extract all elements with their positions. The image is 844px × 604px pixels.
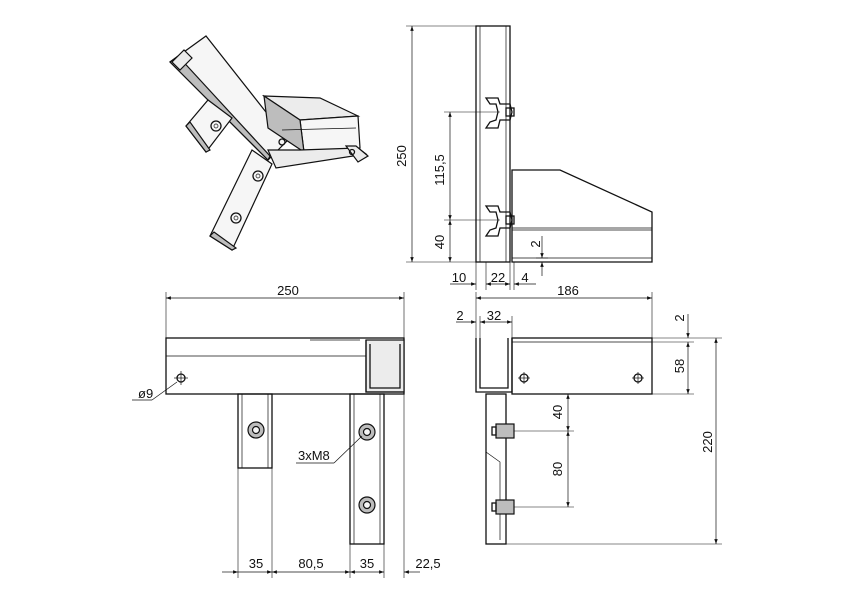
dim-side-height: 250 — [394, 145, 409, 167]
label-hole-diameter: ø9 — [138, 386, 153, 401]
dim-front-length: 186 — [557, 283, 579, 298]
dim-side-spacing: 115,5 — [432, 154, 447, 186]
dim-front-40: 40 — [550, 405, 565, 419]
dim-side-4: 4 — [521, 270, 528, 285]
dim-front-2-right: 2 — [672, 314, 687, 321]
dim-top-22-5: 22,5 — [415, 556, 440, 571]
dim-front-80: 80 — [550, 462, 565, 476]
dim-front-2-left: 2 — [456, 308, 463, 323]
dim-front-220: 220 — [700, 431, 715, 453]
isometric-view — [169, 35, 370, 251]
dim-front-58: 58 — [672, 359, 687, 373]
dim-top-80-5: 80,5 — [298, 556, 323, 571]
dim-top-35-right: 35 — [360, 556, 374, 571]
front-view: 186 2 32 2 58 220 40 80 — [456, 283, 722, 545]
dim-side-22: 22 — [491, 270, 505, 285]
top-view: 250 ø9 3xM8 35 80,5 35 22,5 — [132, 283, 441, 578]
dim-front-32: 32 — [487, 308, 501, 323]
dim-side-10: 10 — [452, 270, 466, 285]
dim-top-35-left: 35 — [249, 556, 263, 571]
dim-side-bottom: 40 — [432, 235, 447, 249]
side-view: 250 115,5 40 2 10 22 4 — [394, 25, 653, 290]
dim-top-length: 250 — [277, 283, 299, 298]
label-bolts: 3xM8 — [298, 448, 330, 463]
dim-side-gap: 2 — [528, 240, 543, 247]
